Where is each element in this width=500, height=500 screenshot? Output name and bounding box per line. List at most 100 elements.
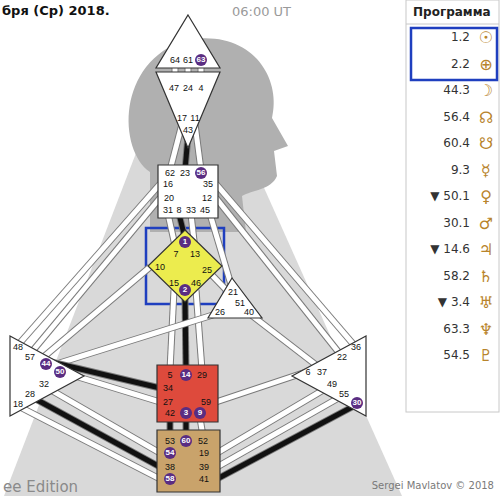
highlight-frame	[146, 228, 224, 304]
channel	[40, 267, 150, 360]
channel	[216, 198, 340, 354]
gate-number: 17	[177, 113, 187, 123]
gate-number: 10	[155, 262, 165, 272]
activated-gate-number: 58	[164, 473, 176, 485]
channel-stroke	[216, 198, 340, 354]
gate-number: 15	[169, 278, 179, 288]
sacral-center: 514293427594239	[157, 365, 218, 422]
gate-number: 55	[339, 389, 349, 399]
center-shape	[156, 15, 220, 68]
channel	[250, 314, 320, 368]
gate-line-value: 63.3	[443, 322, 470, 336]
activated-gate-number: 9	[194, 407, 206, 419]
channel-stroke	[50, 314, 216, 366]
solar-plexus-center: 3622637495530	[292, 336, 366, 416]
gate-line-value: 9.3	[451, 163, 470, 177]
channel-stroke	[30, 396, 160, 467]
gate-number: 48	[13, 342, 23, 352]
gate-number: 19	[199, 448, 209, 458]
gate-number: 4	[198, 83, 203, 93]
planet-symbol: ♀	[480, 187, 492, 206]
center-shape	[292, 336, 366, 416]
gate-number: 43	[183, 125, 193, 135]
gate-number: 61	[183, 55, 193, 65]
channel-stroke	[185, 298, 186, 370]
channel-stroke	[217, 406, 354, 479]
gate-line-value: 54.5	[443, 348, 470, 362]
ajna-center: 47244171143	[156, 72, 220, 148]
gate-line-value: ▼ 3.4	[438, 295, 470, 309]
gate-number: 51	[235, 298, 245, 308]
gate-number: 62	[165, 168, 175, 178]
gate-line-value: 56.4	[443, 110, 470, 124]
channel-stroke	[217, 386, 330, 453]
gate-number: 35	[203, 179, 213, 189]
channel-stroke	[185, 298, 186, 370]
gate-number: 39	[199, 462, 209, 472]
gate-number: 32	[39, 379, 49, 389]
planet-symbol: ♆	[479, 320, 493, 339]
channel-stroke	[217, 396, 342, 467]
channel	[216, 184, 354, 345]
copyright-note: Sergei Mavlatov © 2018	[372, 480, 494, 491]
activated-gate-number: 54	[164, 447, 176, 459]
gate-line-value: 60.4	[443, 136, 470, 150]
gate-number: 21	[228, 287, 238, 297]
channel	[217, 396, 342, 467]
gate-number: 13	[190, 249, 200, 259]
gate-number: 7	[173, 249, 178, 259]
spleen-center: 48574450322818	[10, 336, 84, 416]
gate-number: 25	[202, 265, 212, 275]
channel	[196, 290, 202, 370]
planet-symbol: ☋	[479, 134, 493, 153]
planet-symbol: ♅	[479, 293, 493, 312]
head-center: 646163	[156, 15, 220, 68]
planet-symbol: ☉	[479, 28, 493, 47]
gate-line-value: ▼ 14.6	[430, 242, 470, 256]
gate-number: 59	[201, 397, 211, 407]
channel-stroke	[18, 406, 160, 479]
gate-number: 16	[163, 179, 173, 189]
program-panel	[406, 0, 499, 412]
gate-number: 33	[186, 205, 196, 215]
channel-stroke	[250, 314, 320, 368]
gate-number: 23	[180, 168, 190, 178]
channel-stroke	[217, 386, 330, 453]
center-shape	[10, 336, 84, 416]
gate-line-value: 44.3	[443, 83, 470, 97]
gate-number: 38	[165, 462, 175, 472]
gate-number: 42	[165, 408, 175, 418]
gate-number: 41	[199, 474, 209, 484]
activated-gate-number: 44	[40, 358, 52, 370]
channel	[44, 386, 160, 453]
gate-line-value: 2.2	[451, 57, 470, 71]
gate-number: 36	[351, 342, 361, 352]
activated-gate-number: 50	[54, 366, 66, 378]
gate-line-value: ▼ 50.1	[430, 189, 470, 203]
throat-center: 622356163520123183345	[158, 165, 218, 218]
channel	[50, 314, 216, 366]
gate-number: 37	[317, 367, 327, 377]
gate-line-value: 1.2	[451, 30, 470, 44]
identity-diamond: 1713102515462	[148, 230, 222, 302]
gate-number: 53	[165, 436, 175, 446]
gate-number: 11	[190, 113, 199, 123]
channel-stroke	[44, 386, 160, 453]
channel	[217, 406, 354, 479]
activated-gate-number: 30	[351, 397, 363, 409]
planet-symbol: ☊	[479, 108, 493, 127]
channel-stroke	[30, 396, 160, 467]
channel-stroke	[250, 314, 320, 368]
gate-number: 28	[25, 389, 35, 399]
gate-number: 49	[327, 379, 337, 389]
edition-watermark: ee Edition	[3, 478, 78, 496]
channel-stroke	[18, 406, 160, 479]
gate-number: 24	[183, 83, 193, 93]
gate-number: 64	[170, 55, 180, 65]
center-shape	[148, 230, 222, 302]
gate-number: 12	[202, 193, 212, 203]
date-title: бря (Ср) 2018.	[2, 3, 110, 18]
channel-stroke	[217, 396, 342, 467]
planet-symbol: ☽	[479, 81, 493, 100]
